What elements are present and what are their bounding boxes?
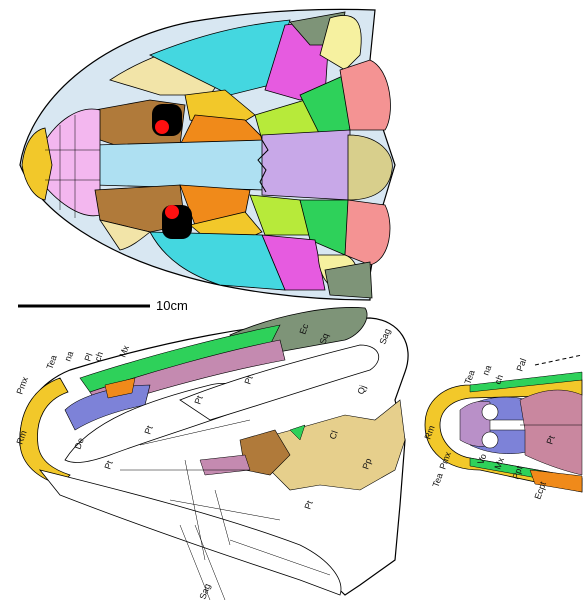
bone-pink-upper (339, 59, 391, 131)
palatal-labels: Tea na Pl ch Mx Pmx Rm De Pt Pt Pt Ec Sq… (14, 322, 392, 601)
anterior-label: Pal (514, 357, 528, 373)
bone-tan-quadrate (254, 399, 406, 491)
dorsal-skull-map (19, 8, 396, 301)
palatal-label: Pt (142, 424, 154, 436)
scale-bar-label: 10cm (156, 298, 188, 313)
bone-yellow-snout-tip (21, 127, 53, 201)
snout-choana-lower (481, 431, 499, 449)
palate-sutures (120, 419, 331, 601)
palatal-label: Cl (327, 429, 339, 440)
bone-tan-posterior (347, 134, 393, 201)
bone-nasal-lower (99, 219, 151, 251)
snout-green-top (469, 371, 583, 393)
palatal-label: Pt (192, 394, 204, 406)
palatal-label: Pt (242, 374, 254, 386)
snout-choana-upper (481, 403, 499, 421)
bone-yellow-tip-upper (319, 15, 362, 71)
palatal-label: De (72, 436, 85, 450)
palatal-label: Pl (82, 352, 94, 363)
palatal-label: Pt (102, 459, 114, 471)
palatal-label: Pmx (14, 375, 30, 396)
scale-bar: 10cm (18, 298, 188, 313)
bone-pink-lower (344, 199, 391, 266)
snout-pink-pterygoid (519, 389, 583, 476)
orbit-red-upper (155, 120, 169, 134)
anterior-label: Ppt (510, 464, 524, 481)
anterior-label: Tea (462, 369, 476, 386)
palatal-label: Pt (302, 499, 314, 511)
pterygoid-right (179, 344, 380, 421)
bone-blue-vomer (64, 384, 151, 431)
snout-midline-dashed (534, 354, 583, 366)
bone-olive-lower (324, 261, 373, 299)
anterior-label: Mx (492, 456, 506, 471)
palatal-label: Pp (360, 457, 373, 471)
anterior-label: Rm (422, 424, 436, 441)
anterior-label: ch (492, 373, 505, 385)
palatal-label: ch (92, 350, 105, 362)
mandible-lower (38, 469, 342, 596)
anterior-label: Tea (430, 472, 444, 489)
anterior-label: na (480, 364, 493, 377)
orbit-red-lower (165, 205, 179, 219)
palatal-view: Tea na Pl ch Mx Pmx Rm De Pt Pt Pt Ec Sq… (14, 307, 409, 601)
suture-crack (257, 139, 269, 193)
bone-lavender-parietal (261, 129, 351, 201)
snout-orange-bottom (529, 469, 583, 493)
palatal-label: Rm (14, 429, 28, 446)
anterior-labels: Tea na ch Pal Rm Pmx Tea Vo Mx Ecpt Ppt … (422, 357, 556, 501)
palatal-label: Mx (117, 344, 131, 359)
palatal-label: na (62, 350, 75, 363)
palatal-label: Tea (44, 354, 58, 371)
bone-orange-small (104, 377, 136, 399)
bone-cyan-lower (149, 231, 286, 291)
palatal-label: Sq (317, 332, 330, 346)
anterior-label: Pt (544, 434, 556, 446)
anterior-snout-view: Tea na ch Pal Rm Pmx Tea Vo Mx Ecpt Ppt … (422, 354, 583, 501)
palatal-label: Ec (297, 322, 310, 336)
anterior-label: Vo (475, 452, 488, 465)
palatal-label: Qj (355, 384, 367, 396)
bone-pink-snout (39, 108, 101, 217)
bone-blue-frontal (94, 139, 266, 191)
palatal-label: Sag (197, 582, 212, 600)
bone-green-small (289, 424, 306, 441)
